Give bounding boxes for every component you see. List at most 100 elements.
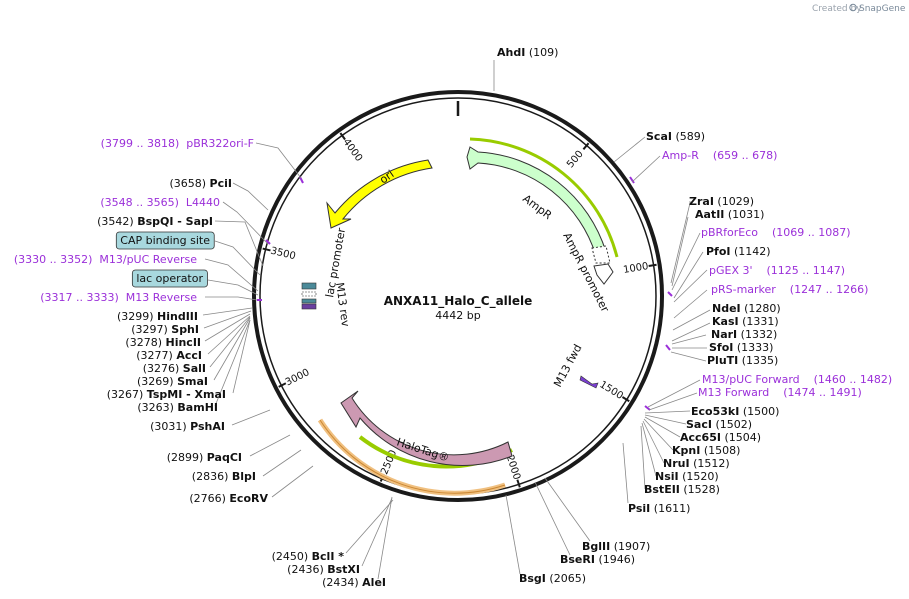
site-name: ScaI — [646, 130, 672, 143]
site-position: (1508) — [704, 444, 741, 457]
site-label-hindiii[interactable]: (3299) HindIII — [117, 310, 198, 323]
lac-promoter-marker[interactable] — [301, 291, 317, 297]
site-label-kasi[interactable]: KasI (1331) — [712, 315, 779, 328]
site-position: (1528) — [683, 483, 720, 496]
primer-label-prs-marker[interactable]: pRS-marker (1247 .. 1266) — [711, 283, 868, 296]
primer-label-m13-fwd[interactable]: M13 Forward (1474 .. 1491) — [698, 386, 862, 399]
site-label-bamhi[interactable]: (3263) BamHI — [137, 401, 218, 414]
site-position: (2836) — [192, 470, 229, 483]
site-position: (2766) — [189, 492, 226, 505]
site-name: NdeI — [712, 302, 741, 315]
position-tick-1000 — [648, 263, 657, 267]
site-label-bglii[interactable]: BglII (1907) — [582, 540, 650, 553]
site-label-tspmi[interactable]: (3267) TspMI - XmaI — [107, 388, 226, 401]
site-label-ecorv[interactable]: (2766) EcoRV — [189, 492, 268, 505]
m13-fwd-feature[interactable] — [579, 375, 599, 389]
ori-feature[interactable] — [326, 159, 433, 229]
site-label-nsii[interactable]: NsiI (1520) — [655, 470, 719, 483]
site-label-scai[interactable]: ScaI (589) — [646, 130, 705, 143]
site-label-smai[interactable]: (3269) SmaI — [137, 375, 208, 388]
site-name: SphI — [171, 323, 199, 336]
site-label-acci[interactable]: (3277) AccI — [136, 349, 202, 362]
site-label-kpni[interactable]: KpnI (1508) — [672, 444, 740, 457]
position-tick-label-3500: 3500 — [269, 246, 296, 263]
site-label-saci[interactable]: SacI (1502) — [686, 418, 752, 431]
site-label-bsteii[interactable]: BstEII (1528) — [644, 483, 720, 496]
position-tick-1500 — [621, 396, 630, 403]
site-name: PciI — [210, 177, 232, 190]
site-label-blpi[interactable]: (2836) BlpI — [192, 470, 256, 483]
m13-rev-label: M13 rev — [333, 282, 352, 328]
primer-label-m13-reverse[interactable]: (3317 .. 3333) M13 Reverse — [40, 291, 197, 304]
site-label-hincii[interactable]: (3278) HincII — [125, 336, 201, 349]
primer-label-l4440[interactable]: (3548 .. 3565) L4440 — [100, 196, 220, 209]
site-label-eco53ki[interactable]: Eco53kI (1500) — [691, 405, 779, 418]
site-name: ZraI — [689, 195, 714, 208]
site-position: (1280) — [744, 302, 781, 315]
site-label-ndei[interactable]: NdeI (1280) — [712, 302, 781, 315]
site-name: BlpI — [232, 470, 256, 483]
site-label-ahdi[interactable]: AhdI (109) — [497, 46, 558, 59]
site-name: HindIII — [157, 310, 198, 323]
site-label-aatii[interactable]: AatII (1031) — [695, 208, 764, 221]
site-label-acc65i[interactable]: Acc65I (1504) — [680, 431, 761, 444]
site-label-pfoi[interactable]: PfoI (1142) — [706, 245, 771, 258]
primer-label-pbr322ori-f[interactable]: (3799 .. 3818) pBR322ori-F — [101, 137, 254, 150]
position-tick-label-3000: 3000 — [284, 367, 312, 388]
boxed-label-lac-operator[interactable]: lac operator — [131, 269, 208, 288]
site-label-nari[interactable]: NarI (1332) — [711, 328, 777, 341]
site-name: BsgI — [519, 572, 546, 585]
site-label-pcii[interactable]: (3658) PciI — [169, 177, 232, 190]
site-name: BamHI — [177, 401, 218, 414]
site-position: (2436) — [287, 563, 324, 576]
site-position: (1335) — [742, 354, 779, 367]
site-label-sphi[interactable]: (3297) SphI — [131, 323, 199, 336]
site-label-paqci[interactable]: (2899) PaqCI — [167, 451, 242, 464]
site-name: BstXI — [327, 563, 360, 576]
site-name: PaqCI — [207, 451, 242, 464]
site-position: (1333) — [737, 341, 774, 354]
site-label-sfoi[interactable]: SfoI (1333) — [709, 341, 773, 354]
site-name: AatII — [695, 208, 724, 221]
halotag-feature[interactable] — [340, 390, 513, 466]
site-label-sali[interactable]: (3276) SalI — [143, 362, 206, 375]
position-tick-label-1500: 1500 — [597, 379, 624, 402]
site-label-bspqi[interactable]: (3542) BspQI - SapI — [97, 215, 213, 228]
site-position: (1946) — [598, 553, 635, 566]
primer-label-pbrforeco[interactable]: pBRforEco (1069 .. 1087) — [701, 226, 851, 239]
site-label-bseri[interactable]: BseRI (1946) — [560, 553, 635, 566]
site-label-bcli[interactable]: (2450) BclI * — [272, 550, 345, 563]
position-tick-3000 — [278, 382, 287, 388]
site-name: AhdI — [497, 46, 525, 59]
site-position: (3267) — [107, 388, 144, 401]
site-position: (3542) — [97, 215, 134, 228]
site-position: (1520) — [682, 470, 719, 483]
site-label-pluti[interactable]: PluTI (1335) — [707, 354, 778, 367]
site-name: HincII — [165, 336, 201, 349]
boxed-label-cap-site[interactable]: CAP binding site — [115, 231, 215, 250]
site-position: (3277) — [136, 349, 173, 362]
site-label-alei[interactable]: (2434) AleI — [322, 576, 386, 589]
primer-label-m13puc-rev[interactable]: (3330 .. 3352) M13/pUC Reverse — [14, 253, 197, 266]
m13-rev-marker[interactable] — [301, 303, 317, 310]
site-label-psii[interactable]: PsiI (1611) — [628, 502, 690, 515]
lac-operator-marker[interactable] — [301, 298, 317, 304]
site-name: BspQI — [137, 215, 173, 228]
site-label-pshai[interactable]: (3031) PshAI — [150, 420, 225, 433]
site-label-bstxi[interactable]: (2436) BstXI — [287, 563, 360, 576]
primer-label-pgex3[interactable]: pGEX 3' (1125 .. 1147) — [709, 264, 845, 277]
primer-label-amp-r[interactable]: Amp-R (659 .. 678) — [662, 149, 777, 162]
site-label-zrai[interactable]: ZraI (1029) — [689, 195, 754, 208]
site-label-bsgi[interactable]: BsgI (2065) — [519, 572, 586, 585]
created-by-credit: Created by — [812, 4, 862, 14]
primer-label-m13puc-fwd[interactable]: M13/pUC Forward (1460 .. 1482) — [702, 373, 892, 386]
site-label-nrui[interactable]: NruI (1512) — [663, 457, 730, 470]
ampr-promoter-arrow[interactable] — [593, 263, 614, 285]
site-position: (3031) — [150, 420, 187, 433]
site-position: (1611) — [654, 502, 691, 515]
cap-binding-site-marker[interactable] — [301, 282, 317, 290]
site-name: BglII — [582, 540, 610, 553]
site-name: Eco53kI — [691, 405, 739, 418]
site-position: (1512) — [693, 457, 730, 470]
